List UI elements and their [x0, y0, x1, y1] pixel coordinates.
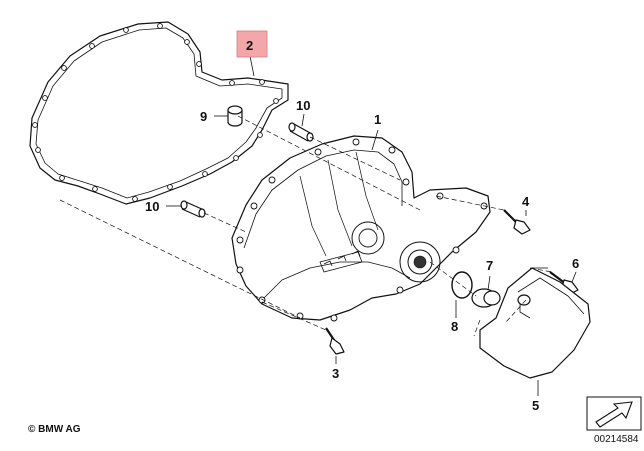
- callout-2-highlight: [236, 30, 268, 58]
- callout-8[interactable]: 8: [451, 319, 458, 334]
- cap-seal-icon[interactable]: [471, 288, 501, 308]
- callout-1[interactable]: 1: [374, 112, 381, 127]
- callout-9[interactable]: 9: [200, 109, 207, 124]
- sensor-cover-icon[interactable]: [479, 267, 591, 379]
- dowel-pin-icon[interactable]: [288, 122, 314, 142]
- bolt-icon[interactable]: [325, 327, 345, 355]
- callout-4[interactable]: 4: [522, 194, 530, 209]
- o-ring-icon[interactable]: [451, 271, 473, 299]
- gasket-outline-icon[interactable]: [29, 21, 289, 205]
- alignment-lines: [59, 115, 553, 337]
- callout-6[interactable]: 6: [572, 256, 579, 271]
- callout-3[interactable]: 3: [332, 366, 339, 381]
- callout-2[interactable]: 2: [246, 38, 253, 53]
- arrow-right-icon[interactable]: [586, 396, 642, 431]
- leader-lines: [166, 55, 577, 396]
- copyright-text: © BMW AG: [28, 424, 81, 435]
- diagram-reference-number: 00214584: [594, 434, 639, 445]
- callout-10b[interactable]: 10: [145, 199, 159, 214]
- engine-cover-drawing-icon[interactable]: [231, 135, 491, 322]
- dowel-pin-icon[interactable]: [180, 200, 206, 218]
- callout-10a[interactable]: 10: [296, 98, 310, 113]
- callout-7[interactable]: 7: [486, 258, 493, 273]
- bolt-icon[interactable]: [503, 209, 531, 235]
- callout-5[interactable]: 5: [532, 398, 539, 413]
- bushing-icon[interactable]: [227, 105, 243, 127]
